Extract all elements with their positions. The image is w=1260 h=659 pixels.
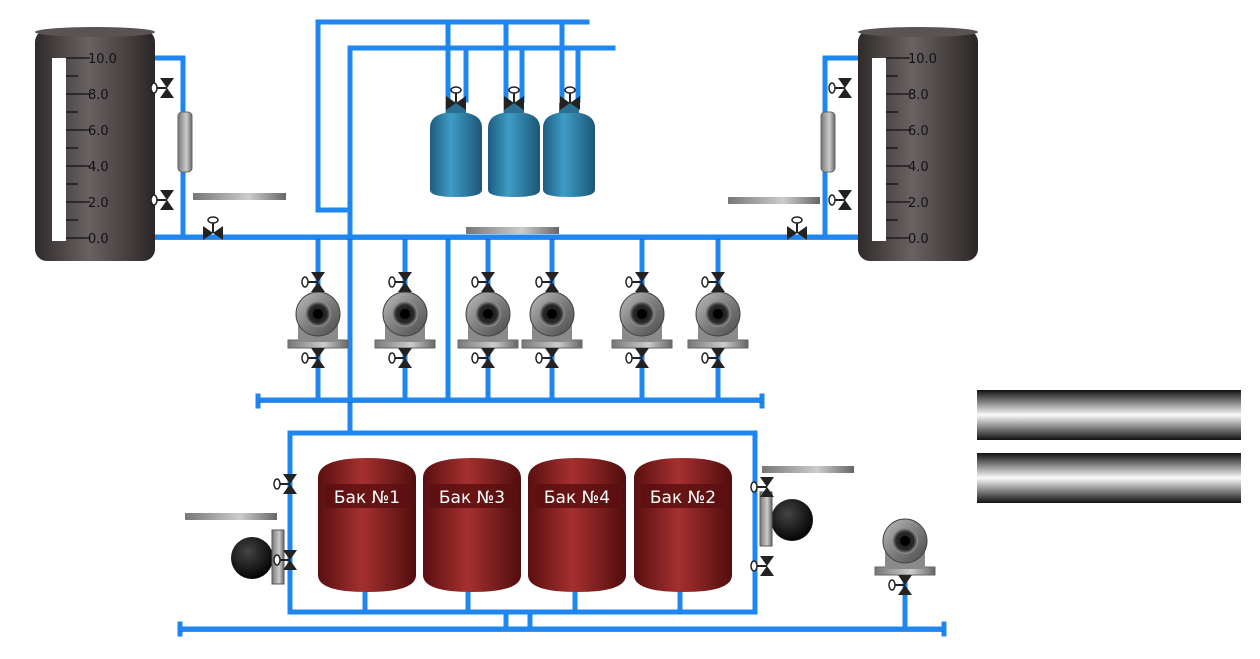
- valve-icon[interactable]: [828, 78, 852, 98]
- tank-label: Бак №1: [334, 488, 400, 508]
- valve-icon[interactable]: [388, 272, 412, 292]
- scale-label: 2.0: [88, 196, 109, 211]
- level-column-right: 10.0 8.0 6.0 4.0 2.0 0.0: [858, 27, 978, 261]
- valve-icon[interactable]: [787, 216, 807, 240]
- tank-label: Бак №3: [439, 488, 505, 508]
- valve-icon[interactable]: [273, 474, 297, 494]
- gradient-bar: [977, 390, 1241, 440]
- level-column-left: 10.0 8.0 6.0 4.0 2.0 0.0: [35, 27, 155, 261]
- gas-cylinder-icon: [488, 103, 540, 197]
- valve-icon[interactable]: [750, 556, 774, 576]
- gradient-bar: [977, 453, 1241, 503]
- scale-label: 8.0: [88, 88, 109, 103]
- valve-icon[interactable]: [535, 348, 559, 368]
- valve-icon[interactable]: [625, 272, 649, 292]
- scale-label: 2.0: [908, 196, 929, 211]
- circulation-pumps: [287, 291, 936, 576]
- scale-label: 4.0: [908, 160, 929, 175]
- scale-label: 6.0: [88, 124, 109, 139]
- expansion-tanks: Бак №1 Бак №3 Бак №4 Бак №2: [318, 458, 732, 592]
- valves: [150, 78, 912, 595]
- sight-glass-right: [820, 111, 836, 173]
- valve-icon[interactable]: [701, 348, 725, 368]
- scale-label: 0.0: [908, 232, 929, 247]
- scale-label: 10.0: [908, 52, 937, 67]
- expansion-tank-icon: Бак №2: [634, 458, 732, 592]
- valve-icon[interactable]: [535, 272, 559, 292]
- valve-icon[interactable]: [273, 550, 297, 570]
- valve-icon[interactable]: [301, 272, 325, 292]
- expansion-tank-icon: Бак №4: [528, 458, 626, 592]
- scale-label: 10.0: [88, 52, 117, 67]
- pump-icon[interactable]: [687, 291, 749, 349]
- expansion-tank-icon: Бак №3: [423, 458, 521, 592]
- valve-icon[interactable]: [150, 78, 174, 98]
- sight-glass-left: [177, 111, 193, 173]
- scale-label: 8.0: [908, 88, 929, 103]
- pump-icon[interactable]: [611, 291, 673, 349]
- scale-label: 4.0: [88, 160, 109, 175]
- gas-cylinder-icon: [543, 103, 595, 197]
- gas-cylinders: [430, 103, 595, 197]
- expansion-tank-icon: Бак №1: [318, 458, 416, 592]
- tank-label: Бак №4: [544, 488, 610, 508]
- pump-icon[interactable]: [287, 291, 349, 349]
- valve-icon[interactable]: [388, 348, 412, 368]
- pump-icon[interactable]: [874, 518, 936, 576]
- valve-icon[interactable]: [446, 86, 466, 110]
- scale-label: 6.0: [908, 124, 929, 139]
- gas-cylinder-icon: [430, 103, 482, 197]
- valve-icon[interactable]: [828, 190, 852, 210]
- valve-icon[interactable]: [560, 86, 580, 110]
- valve-icon[interactable]: [471, 348, 495, 368]
- pump-icon[interactable]: [521, 291, 583, 349]
- valve-icon[interactable]: [150, 190, 174, 210]
- readout-plates: [185, 193, 854, 520]
- scale-label: 0.0: [88, 232, 109, 247]
- valve-icon[interactable]: [471, 272, 495, 292]
- pump-icon[interactable]: [457, 291, 519, 349]
- valve-icon[interactable]: [203, 216, 223, 240]
- valve-icon[interactable]: [301, 348, 325, 368]
- valve-icon[interactable]: [504, 86, 524, 110]
- pump-icon[interactable]: [374, 291, 436, 349]
- motor-right[interactable]: [759, 491, 813, 547]
- valve-icon[interactable]: [701, 272, 725, 292]
- valve-icon[interactable]: [750, 477, 774, 497]
- valve-icon[interactable]: [625, 348, 649, 368]
- tank-label: Бак №2: [650, 488, 716, 508]
- valve-icon[interactable]: [888, 575, 912, 595]
